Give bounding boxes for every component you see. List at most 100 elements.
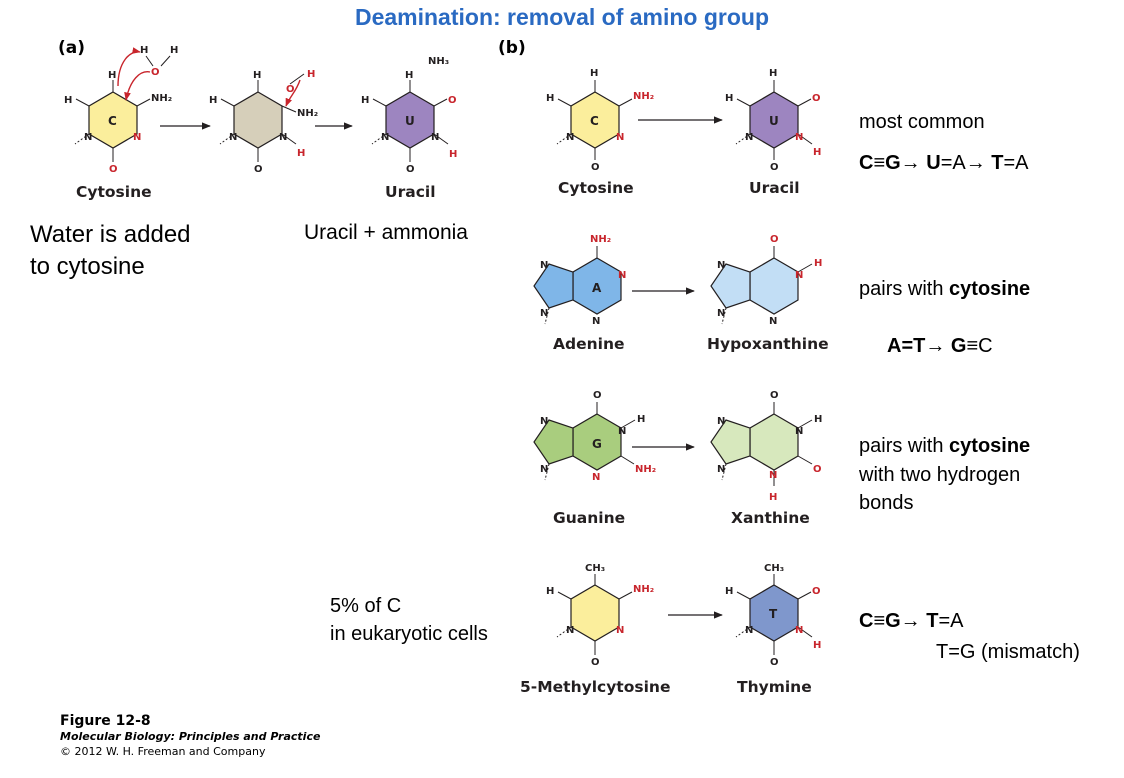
- note-a-t-conversion: A=T→ G≡C: [887, 335, 993, 358]
- note-c-g-p2: =A→: [940, 152, 992, 174]
- name-methylcytosine: 5-Methylcytosine: [520, 678, 671, 696]
- atom-n-th2: N: [745, 625, 753, 636]
- atom-n-mc1: N: [616, 625, 624, 636]
- atom-h-u2: H: [361, 95, 369, 106]
- atom-n-hx4: N: [717, 308, 725, 319]
- atom-h-i1: H: [253, 70, 261, 81]
- methylcytosine-ring: [570, 584, 620, 642]
- atom-o-xa2: O: [813, 464, 822, 475]
- atom-h-i3: H: [307, 69, 315, 80]
- atom-nh2-cb: NH₂: [633, 91, 654, 102]
- note-water-line1: Water is added: [30, 221, 191, 248]
- atom-n-u1: N: [431, 132, 439, 143]
- atom-h-mc: H: [546, 586, 554, 597]
- atom-n-cb1: N: [616, 132, 624, 143]
- guanine-structure: G O N H N NH₂ N N: [533, 390, 656, 483]
- name-thymine: Thymine: [737, 678, 812, 696]
- atom-n-xa3: N: [717, 416, 725, 427]
- xanthine-structure: O N H O N H N N: [710, 390, 822, 503]
- name-adenine: Adenine: [553, 335, 625, 353]
- note-c-g-b2: T: [991, 152, 1004, 174]
- note-guanine-pairs: pairs with cytosine: [859, 435, 1030, 458]
- name-uracil-a: Uracil: [385, 183, 436, 201]
- atom-n-a1: N: [133, 132, 141, 143]
- name-cytosine-a: Cytosine: [76, 183, 152, 201]
- atom-o-gu: O: [593, 390, 602, 401]
- atom-n-i1: N: [279, 132, 287, 143]
- atom-h-i2: H: [209, 95, 217, 106]
- atom-o-xa1: O: [770, 390, 779, 401]
- intermediate-structure: H H O H NH₂ N N H O: [209, 69, 318, 175]
- water-o: O: [151, 67, 160, 78]
- atom-h-a2: H: [64, 95, 72, 106]
- xanthine-ring-5: [710, 419, 751, 465]
- atom-o-mc: O: [591, 657, 600, 668]
- xanthine-ring-6: [749, 413, 799, 471]
- atom-n-xa2: N: [769, 470, 777, 481]
- atom-nh2-a: NH₂: [151, 93, 172, 104]
- atom-o-i2: O: [254, 164, 263, 175]
- atom-n-mc2: N: [566, 625, 574, 636]
- atom-n-ad3: N: [540, 260, 548, 271]
- note-guanine-b1: cytosine: [949, 435, 1031, 457]
- atom-n-gu4: N: [540, 464, 548, 475]
- methylcytosine-structure: CH₃ H NH₂ N N O: [546, 563, 654, 668]
- guanine-ring-5: [533, 419, 574, 465]
- atom-o-i: O: [286, 84, 295, 95]
- atom-n-hx2: N: [769, 316, 777, 327]
- atom-n-cb2: N: [566, 132, 574, 143]
- atom-o-hx: O: [770, 234, 779, 245]
- cytosine-a-structure: C H H NH₂ N N O H H O: [64, 45, 178, 175]
- atom-o-a1: O: [109, 164, 118, 175]
- name-uracil-b: Uracil: [749, 179, 800, 197]
- atom-nh2-i: NH₂: [297, 108, 318, 119]
- atom-nh3: NH₃: [428, 56, 449, 67]
- adenine-structure: A NH₂ N N N N: [533, 234, 626, 327]
- water-h-1: H: [140, 45, 148, 56]
- atom-n-u2: N: [381, 132, 389, 143]
- note-methyl-b1: T: [926, 610, 939, 632]
- atom-n-i2: N: [229, 132, 237, 143]
- atom-o-th2: O: [770, 657, 779, 668]
- atom-n-xa4: N: [717, 464, 725, 475]
- atom-o-u2: O: [406, 164, 415, 175]
- figure-number: Figure 12-8: [60, 713, 151, 729]
- name-cytosine-b: Cytosine: [558, 179, 634, 197]
- atom-h-u3: H: [449, 149, 457, 160]
- note-guanine-p1: pairs with: [859, 435, 950, 457]
- panel-label-b: (b): [498, 38, 526, 58]
- ring-letter-u-a: U: [405, 114, 415, 128]
- atom-h-hx: H: [814, 258, 822, 269]
- atom-n-gu1: N: [618, 426, 626, 437]
- atom-h-xa1: H: [814, 414, 822, 425]
- atom-h-xa2: H: [769, 492, 777, 503]
- note-adenine-b1: cytosine: [949, 278, 1031, 300]
- atom-h-cb2: H: [546, 93, 554, 104]
- note-a-t-b1: G: [950, 335, 967, 357]
- atom-n-hx1: N: [795, 270, 803, 281]
- atom-o-u1: O: [448, 95, 457, 106]
- atom-ch3-th: CH₃: [764, 563, 784, 574]
- atom-n-th1: N: [795, 625, 803, 636]
- atom-h-cb1: H: [590, 68, 598, 79]
- figure-book-title: Molecular Biology: Principles and Practi…: [60, 730, 321, 743]
- hypoxanthine-ring-5: [710, 263, 751, 309]
- atom-h-th2: H: [813, 640, 821, 651]
- ring-letter-t: T: [769, 607, 778, 621]
- atom-o-ub1: O: [812, 93, 821, 104]
- intermediate-ring: [233, 91, 283, 149]
- panel-label-a: (a): [58, 38, 86, 58]
- atom-n-xa1: N: [795, 426, 803, 437]
- atom-o-cb: O: [591, 162, 600, 173]
- uracil-b-structure: U H H O N N H O: [725, 68, 821, 173]
- atom-n-ub2: N: [745, 132, 753, 143]
- ring-letter-u-b: U: [769, 114, 779, 128]
- atom-h-a1: H: [108, 70, 116, 81]
- atom-n-ad4: N: [540, 308, 548, 319]
- water-h-2: H: [170, 45, 178, 56]
- note-methyl-mismatch: T=G (mismatch): [936, 641, 1080, 663]
- note-most-common: most common: [859, 111, 985, 133]
- hypoxanthine-ring-6: [749, 257, 799, 315]
